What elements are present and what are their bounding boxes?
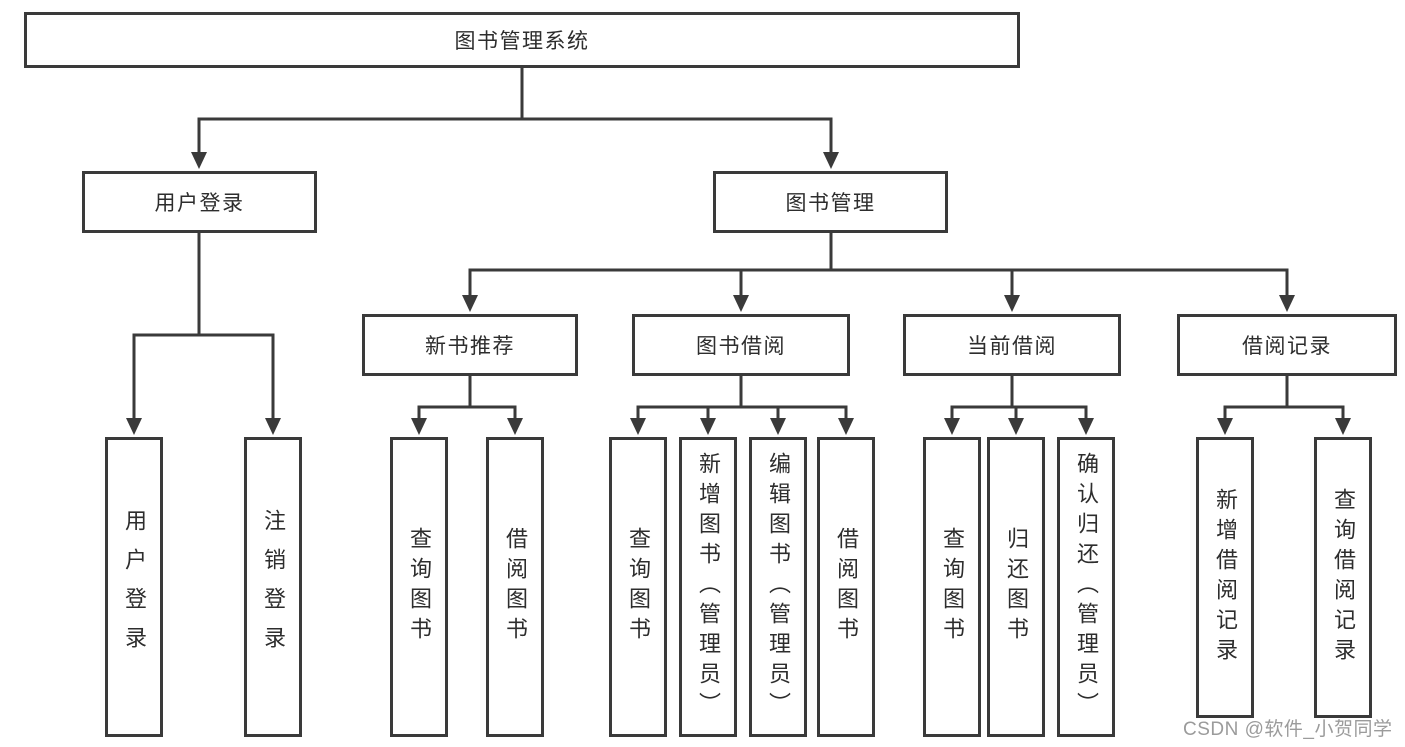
leaf-return-book: 归还图书	[987, 437, 1045, 737]
leaf-edit-book-admin: 编辑图书（管理员）	[749, 437, 807, 737]
arrowheads	[126, 152, 1351, 435]
leaf-borrow-books: 借阅图书	[817, 437, 875, 737]
leaf-user-login: 用户登录	[105, 437, 163, 737]
node-user-login: 用户登录	[82, 171, 317, 233]
leaf-confirm-return-admin: 确认归还（管理员）	[1057, 437, 1115, 737]
node-book-management: 图书管理	[713, 171, 948, 233]
node-root: 图书管理系统	[24, 12, 1020, 68]
leaf-logout-login: 注销登录	[244, 437, 302, 737]
leaf-query-books-recommend: 查询图书	[390, 437, 448, 737]
leaf-query-borrow-record: 查询借阅记录	[1314, 437, 1372, 718]
csdn-watermark: CSDN @软件_小贺同学	[1183, 719, 1393, 740]
node-new-book-recommend: 新书推荐	[362, 314, 578, 376]
leaf-add-borrow-record: 新增借阅记录	[1196, 437, 1254, 718]
leaf-add-book-admin: 新增图书（管理员）	[679, 437, 737, 737]
leaf-query-books-borrow: 查询图书	[609, 437, 667, 737]
node-book-borrow: 图书借阅	[632, 314, 850, 376]
node-borrow-records: 借阅记录	[1177, 314, 1397, 376]
node-current-borrow: 当前借阅	[903, 314, 1121, 376]
leaf-borrow-books-recommend: 借阅图书	[486, 437, 544, 737]
leaf-query-books-current: 查询图书	[923, 437, 981, 737]
